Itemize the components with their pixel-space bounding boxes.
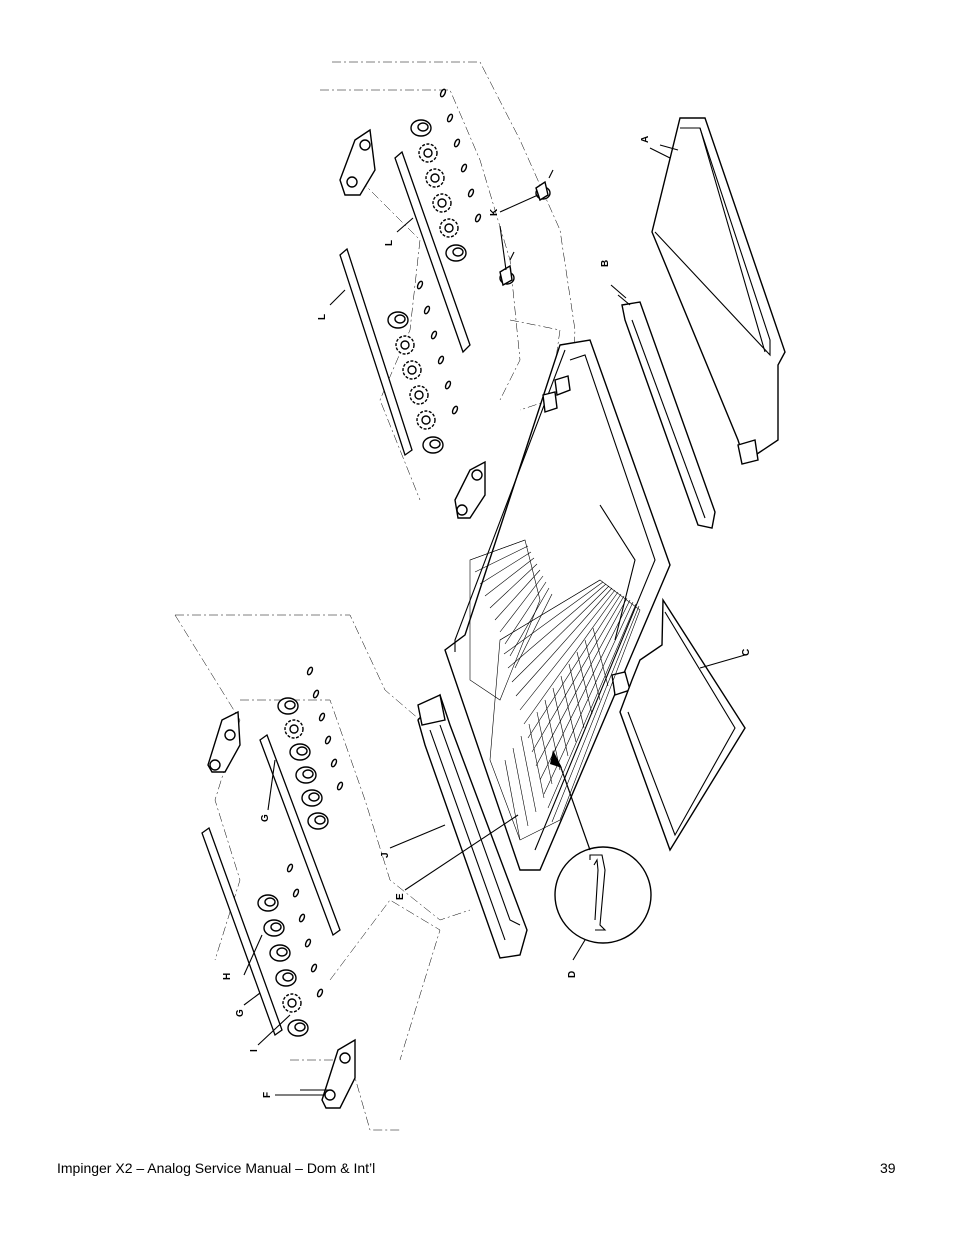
callout-leader-lines bbox=[389, 147, 746, 961]
callout-i: I bbox=[249, 1049, 260, 1052]
footer-page-number: 39 bbox=[880, 1160, 896, 1176]
lower-shaft-assembly bbox=[201, 666, 356, 1109]
part-c-pan bbox=[619, 597, 746, 852]
part-a-tray bbox=[651, 117, 786, 465]
callout-d: D bbox=[567, 971, 578, 978]
callout-j: J bbox=[380, 852, 391, 858]
part-d-detail-inset bbox=[550, 750, 652, 944]
conveyor-belt-mesh bbox=[469, 539, 641, 841]
callout-g-left: G bbox=[235, 1009, 246, 1017]
callout-k: K bbox=[489, 208, 500, 216]
callout-e: E bbox=[395, 893, 406, 900]
callout-f: F bbox=[262, 1092, 273, 1098]
callout-l-upper: L bbox=[384, 240, 395, 246]
callout-l-lower: L bbox=[317, 314, 328, 320]
callout-g-lower: G bbox=[260, 814, 271, 822]
footer-manual-title: Impinger X2 – Analog Service Manual – Do… bbox=[57, 1160, 376, 1176]
callout-b: B bbox=[600, 260, 611, 267]
upper-shaft-assembly bbox=[329, 88, 554, 519]
callout-h: H bbox=[222, 973, 233, 980]
conveyor-frame bbox=[444, 339, 671, 871]
callout-c: C bbox=[741, 649, 752, 656]
part-b-rail bbox=[617, 294, 716, 529]
part-e-end-rail bbox=[417, 693, 528, 959]
callout-a: A bbox=[640, 136, 651, 143]
